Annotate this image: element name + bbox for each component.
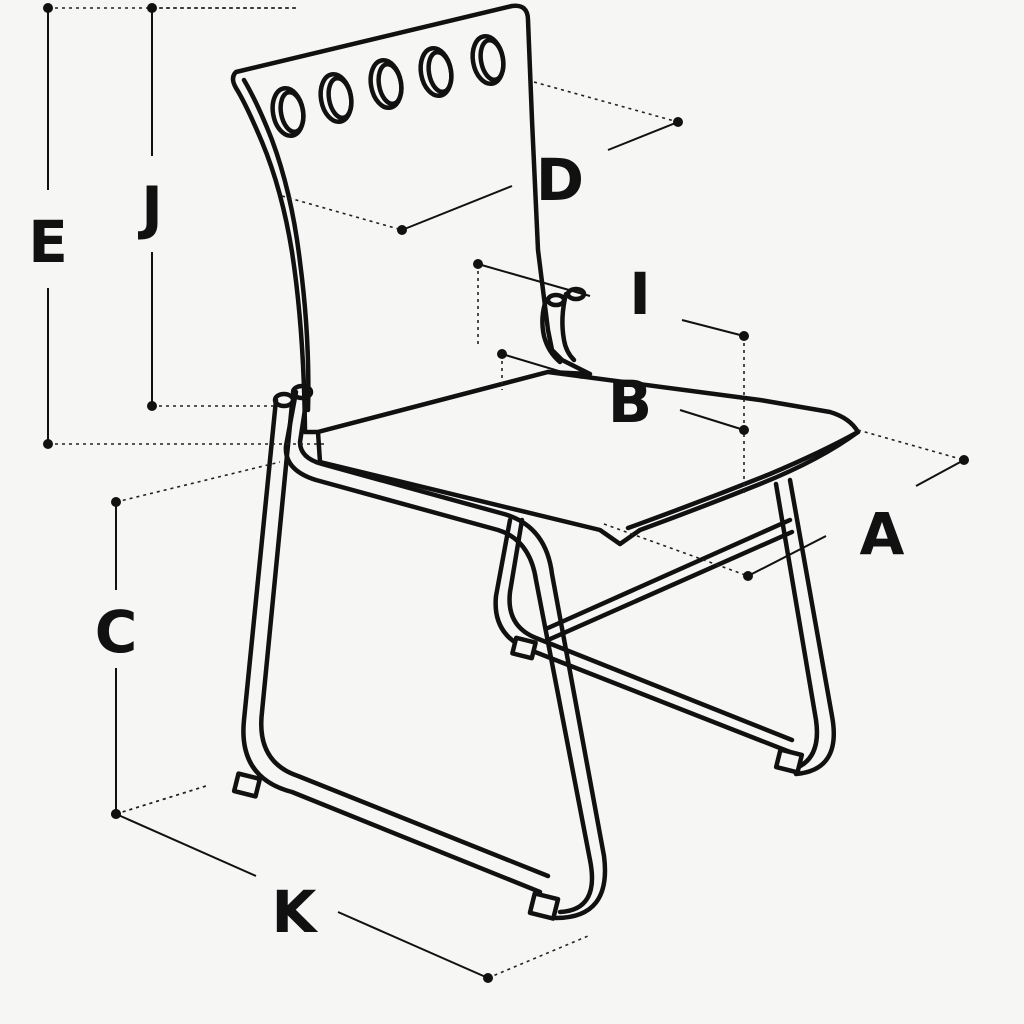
dim-k-left-dot [111, 809, 121, 819]
dim-k-line-left [115, 813, 257, 877]
backrest-hole [278, 89, 306, 135]
dim-i-right-dot [739, 331, 749, 341]
backrest-hole [426, 49, 454, 95]
dim-label-j: J [137, 174, 163, 242]
dim-k-right-leader [487, 935, 589, 979]
chair-cross-bar [545, 517, 793, 631]
dim-label-i: I [629, 260, 651, 328]
dimension-labels: E J C K D I B A [28, 146, 904, 946]
chair-frame-seat-rail [297, 387, 608, 921]
backrest-rear-tube-cap [545, 292, 567, 308]
dim-j-top-dot [147, 3, 157, 13]
chair-frame-rear-left [507, 517, 795, 743]
dim-a-right-dot [959, 455, 969, 465]
chair-backrest-edge [241, 77, 311, 413]
dim-e-top-dot [43, 3, 53, 13]
dim-i-left-dot [473, 259, 483, 269]
dim-label-c: C [95, 598, 138, 666]
dim-i-line-left [477, 263, 591, 297]
dim-label-a: A [860, 500, 905, 568]
dim-b-line-left [501, 353, 583, 379]
dim-label-b: B [608, 368, 652, 436]
chair-cross-bar [545, 529, 795, 643]
dim-j-bottom-dot [147, 401, 157, 411]
dim-e-bottom-dot [43, 439, 53, 449]
foot-glide [773, 747, 805, 775]
chair-frame-rear-right [787, 477, 837, 777]
dim-a-right-leader [857, 429, 965, 461]
chair-illustration [230, 3, 861, 921]
dim-k-right-dot [483, 973, 493, 983]
dim-label-d: D [536, 146, 584, 214]
chair-seat [315, 369, 861, 547]
dim-i-line-right [681, 319, 745, 337]
chair-seat-front-edge [625, 429, 861, 531]
foot-glide [231, 771, 263, 799]
foot-glide [510, 635, 538, 661]
dim-b-line-right [679, 409, 745, 431]
dim-d-line-left [401, 185, 513, 231]
chair-frame-seat-rail [283, 389, 595, 915]
dim-label-e: E [28, 208, 68, 276]
backrest-hole [376, 61, 404, 107]
dim-d-line-right [607, 121, 679, 151]
dim-k-left-leader [115, 785, 207, 815]
dim-a-line-left [747, 535, 827, 577]
dim-k-line-right [337, 911, 489, 979]
dim-label-k: K [272, 878, 319, 946]
dim-a-left-leader [603, 523, 749, 577]
dim-b-left-dot [497, 349, 507, 359]
backrest-hole [478, 37, 506, 83]
dimension-lines [43, 3, 969, 983]
dim-c-top-leader [115, 461, 281, 503]
frame-tube-cap [290, 383, 314, 401]
dim-a-left-dot [743, 571, 753, 581]
dim-d-right-dot [673, 117, 683, 127]
foot-glide [527, 891, 561, 921]
backrest-rear-tube [540, 297, 563, 365]
dim-a-line-right [915, 459, 965, 487]
dim-d-left-dot [397, 225, 407, 235]
backrest-hole [326, 75, 354, 121]
chair-frame-front-left [241, 397, 543, 895]
backrest-rear-tube [560, 291, 577, 363]
dim-c-top-dot [111, 497, 121, 507]
dim-b-right-dot [739, 425, 749, 435]
chair-backrest [230, 3, 593, 435]
dim-d-right-leader [533, 81, 679, 123]
chair-frame-front-left [259, 401, 551, 879]
backrest-holes [270, 33, 506, 139]
